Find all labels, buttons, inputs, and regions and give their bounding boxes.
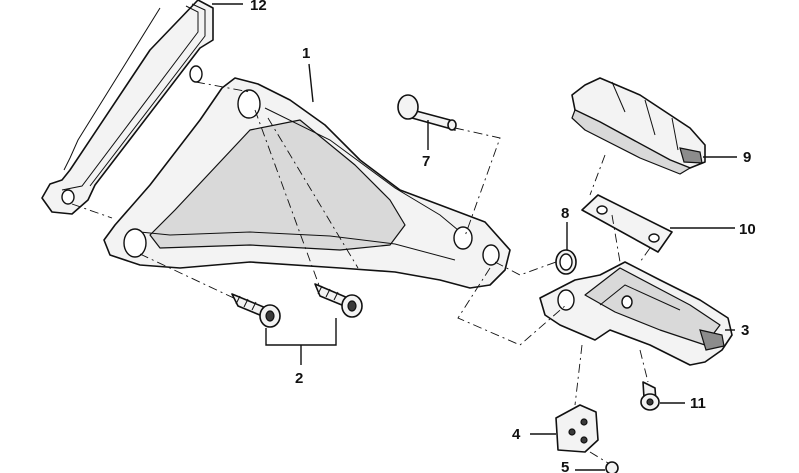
assembly-axes	[71, 81, 651, 464]
leader-lines	[212, 3, 737, 471]
part-10-plate	[581, 194, 673, 253]
part-11-bolt	[640, 381, 660, 411]
part-9-rubber-pad	[571, 77, 706, 175]
callout-11: 11	[690, 395, 706, 412]
callout-9: 9	[743, 149, 751, 166]
callout-4: 4	[512, 426, 521, 443]
part-1-footrest-bracket	[103, 77, 511, 289]
part-12-side-plate	[41, 0, 214, 215]
callout-12: 12	[250, 0, 267, 14]
callout-3: 3	[741, 322, 749, 339]
part-5-screw	[605, 461, 619, 473]
callout-labels: 12 1 2 7 8 9 10 3 11 4 5	[250, 0, 756, 473]
callout-1: 1	[302, 45, 310, 62]
callout-2: 2	[295, 370, 303, 387]
part-8-circlip	[555, 249, 577, 275]
callout-8: 8	[561, 205, 569, 222]
part-4-mounting-plate	[555, 404, 599, 453]
callout-10: 10	[739, 221, 756, 238]
callout-7: 7	[422, 153, 430, 170]
part-7-pin	[397, 94, 457, 131]
part-3-footrest	[539, 261, 733, 366]
callout-5: 5	[561, 459, 569, 473]
part-2-screws	[231, 283, 363, 328]
